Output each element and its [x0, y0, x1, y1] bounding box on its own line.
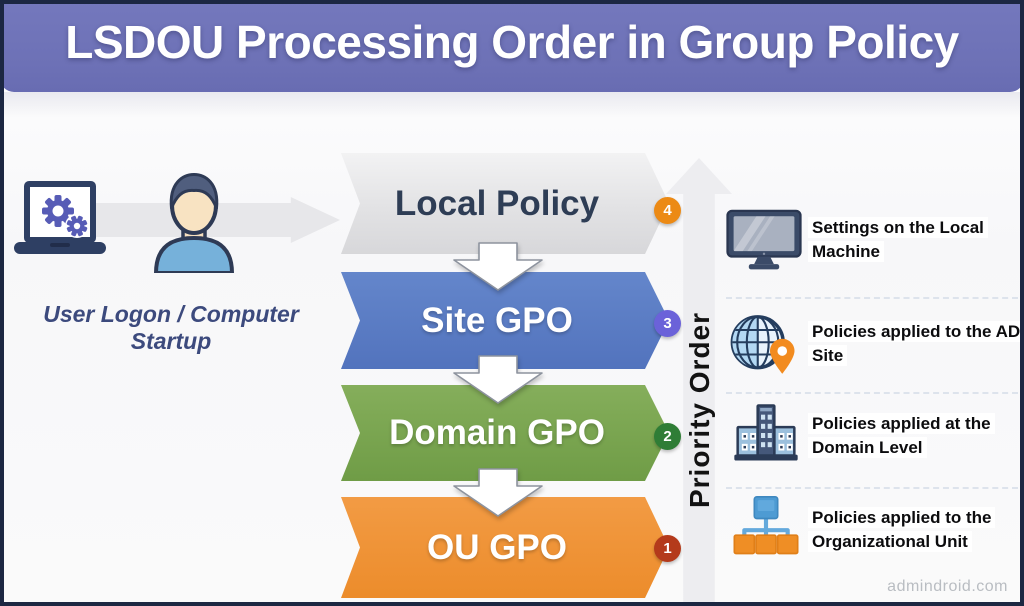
priority-badge: 2: [654, 423, 681, 450]
priority-badge: 3: [654, 310, 681, 337]
step-label: Site GPO: [421, 300, 573, 340]
header-shadow: [0, 92, 1024, 118]
down-arrow-icon: [453, 468, 543, 517]
step-site-gpo: Site GPO: [341, 272, 669, 369]
step-label: Domain GPO: [389, 413, 605, 452]
step-ou-gpo: OU GPO: [341, 497, 669, 598]
priority-badge: 1: [654, 535, 681, 562]
legend-item-text: Policies applied to the AD Site: [808, 320, 1024, 368]
globe-location-icon: [730, 315, 795, 374]
step-label: Local Policy: [394, 183, 600, 223]
priority-badge: 4: [654, 197, 681, 224]
divider: [726, 487, 1018, 489]
step-local-policy: Local Policy: [341, 153, 669, 254]
buildings-icon: [734, 404, 798, 461]
org-chart-icon: [733, 496, 799, 555]
divider: [726, 392, 1018, 394]
legend-item-text: Policies applied at the Domain Level: [808, 412, 1024, 460]
down-arrow-icon: [453, 242, 543, 291]
step-domain-gpo: Domain GPO: [341, 385, 669, 481]
legend-item-text: Policies applied to the Organizational U…: [808, 506, 1024, 554]
user-icon: [154, 173, 234, 273]
priority-order-label: Priority Order: [684, 311, 715, 509]
step-label: OU GPO: [426, 527, 568, 567]
header-banner: LSDOU Processing Order in Group Policy: [0, 0, 1024, 92]
down-arrow-icon: [453, 355, 543, 404]
divider: [726, 297, 1018, 299]
laptop-gears-icon: [14, 181, 106, 254]
flow-caption: User Logon / Computer Startup: [43, 301, 299, 354]
monitor-icon: [726, 209, 802, 270]
watermark: admindroid.com: [887, 578, 1008, 595]
page-title: LSDOU Processing Order in Group Policy: [65, 16, 959, 68]
legend-item-text: Settings on the Local Machine: [808, 216, 1024, 264]
